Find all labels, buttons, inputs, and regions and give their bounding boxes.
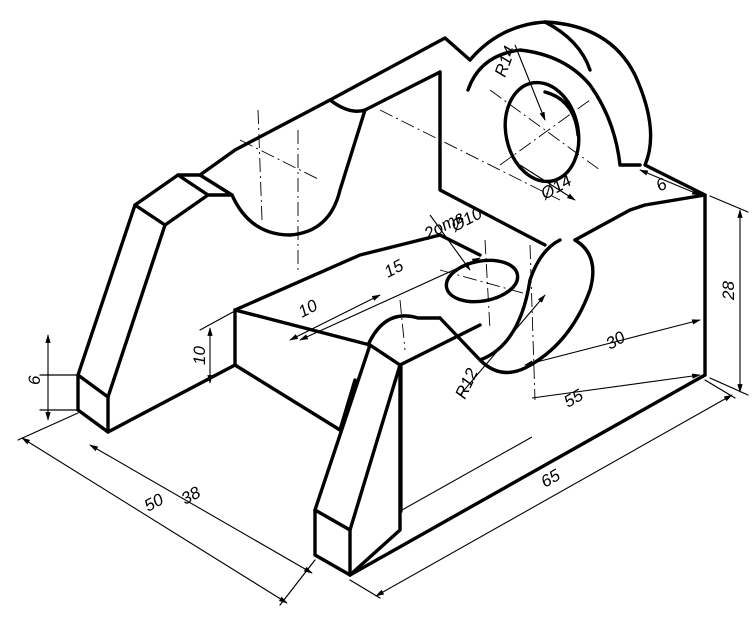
boss-inner-face bbox=[466, 48, 642, 167]
boss-side-arc bbox=[543, 20, 592, 72]
boss-bore-inner bbox=[543, 90, 580, 137]
right-front-chamfer bbox=[348, 363, 402, 532]
front-notch bbox=[366, 314, 442, 347]
rib-top bbox=[233, 233, 482, 312]
dim-inner-length: 55 bbox=[561, 385, 587, 411]
dim-arc-offset: 30 bbox=[603, 327, 629, 353]
top-hole bbox=[444, 258, 520, 304]
right-front-face bbox=[313, 343, 402, 577]
back-wall-top-left bbox=[206, 70, 442, 237]
left-wall-slope bbox=[76, 203, 167, 399]
base-bottom-edge bbox=[348, 373, 707, 577]
dim-rib-height: 10 bbox=[190, 346, 209, 365]
dim-depth-total: 50 bbox=[141, 490, 167, 516]
dim-boss-radius: R14 bbox=[491, 44, 520, 80]
dim-height-total: 28 bbox=[719, 281, 738, 301]
back-wall-semicircle bbox=[198, 173, 234, 197]
dim-bore-diameter: Ø14 bbox=[537, 171, 575, 204]
dimension-lines bbox=[17, 44, 749, 606]
dim-hole-offset-x: 15 bbox=[381, 256, 407, 282]
left-wall-outer bbox=[76, 373, 110, 434]
dim-inner-depth: 38 bbox=[178, 483, 204, 509]
dim-cutout-radius: R12 bbox=[451, 365, 482, 402]
rib-front bbox=[233, 308, 357, 432]
dim-length-total: 65 bbox=[538, 465, 564, 491]
right-front-top bbox=[438, 316, 482, 362]
right-cutout-arc bbox=[478, 238, 595, 375]
back-wall-notch bbox=[328, 98, 367, 113]
left-wall-inner bbox=[106, 363, 237, 434]
right-top-step bbox=[573, 193, 707, 377]
boss-outer-ring bbox=[468, 20, 707, 197]
dim-hole-offset-y: 10 bbox=[295, 296, 321, 322]
dim-foot-height: 6 bbox=[25, 375, 44, 385]
left-wall-top bbox=[133, 173, 210, 227]
boss-bore bbox=[503, 80, 581, 184]
dimension-labels: 28 65 50 38 6 10 15 10 55 30 6 R14 Ø14 Ø… bbox=[25, 44, 738, 516]
back-wall-inner-vertical bbox=[438, 70, 547, 247]
back-upper-edge bbox=[176, 36, 472, 177]
